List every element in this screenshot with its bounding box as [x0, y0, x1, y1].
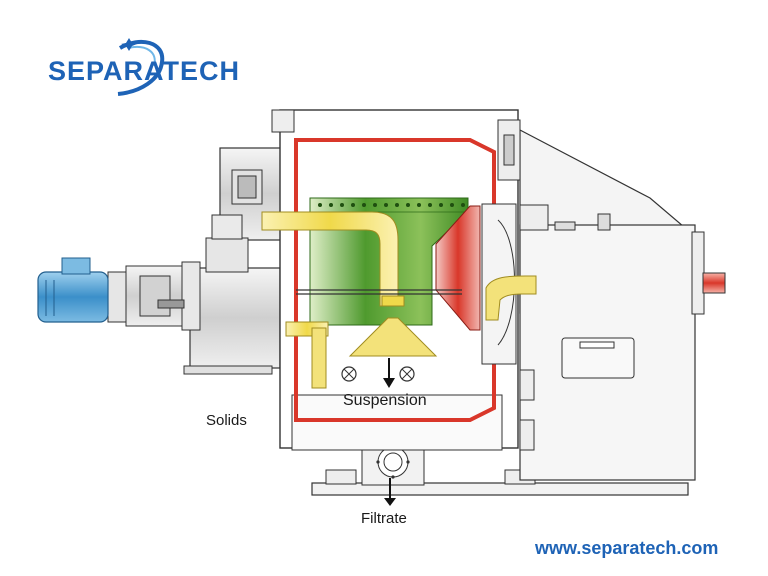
basket-bolt: [428, 203, 432, 207]
bearing-housing: [519, 129, 705, 481]
spray-nozzle-left-icon: [341, 366, 357, 382]
basket-bolt: [450, 203, 454, 207]
basket-bolt: [373, 203, 377, 207]
filtrate-arrow-icon: [384, 478, 396, 506]
basket-bolt: [439, 203, 443, 207]
basket-bolt: [362, 203, 366, 207]
basket-bolt: [351, 203, 355, 207]
label-suspension: Suspension: [343, 392, 427, 409]
inner-shell: [294, 138, 496, 422]
feed-pipe: [261, 211, 537, 389]
label-solids: Solids: [206, 412, 247, 429]
basket-bolt: [340, 203, 344, 207]
motor: [37, 257, 109, 323]
label-filtrate: Filtrate: [361, 510, 407, 527]
logo: SEPARATECH: [48, 56, 241, 86]
basket-bolt: [395, 203, 399, 207]
basket-bolt: [384, 203, 388, 207]
basket-bolt: [318, 203, 322, 207]
discharge-housing: [183, 147, 293, 375]
basket-bolt: [406, 203, 410, 207]
shaft-end: [702, 272, 726, 294]
coupling: [107, 261, 201, 331]
website-link[interactable]: www.separatech.com: [535, 538, 719, 558]
base-frame: [311, 482, 689, 496]
suspension-arrow-icon: [383, 358, 395, 388]
basket-bolt: [417, 203, 421, 207]
basket-bolt: [329, 203, 333, 207]
logo-swoosh-icon: [117, 38, 165, 96]
basket-bolt: [461, 203, 465, 207]
basket-bolts: [318, 203, 465, 207]
spray-nozzle-right-icon: [399, 366, 415, 382]
